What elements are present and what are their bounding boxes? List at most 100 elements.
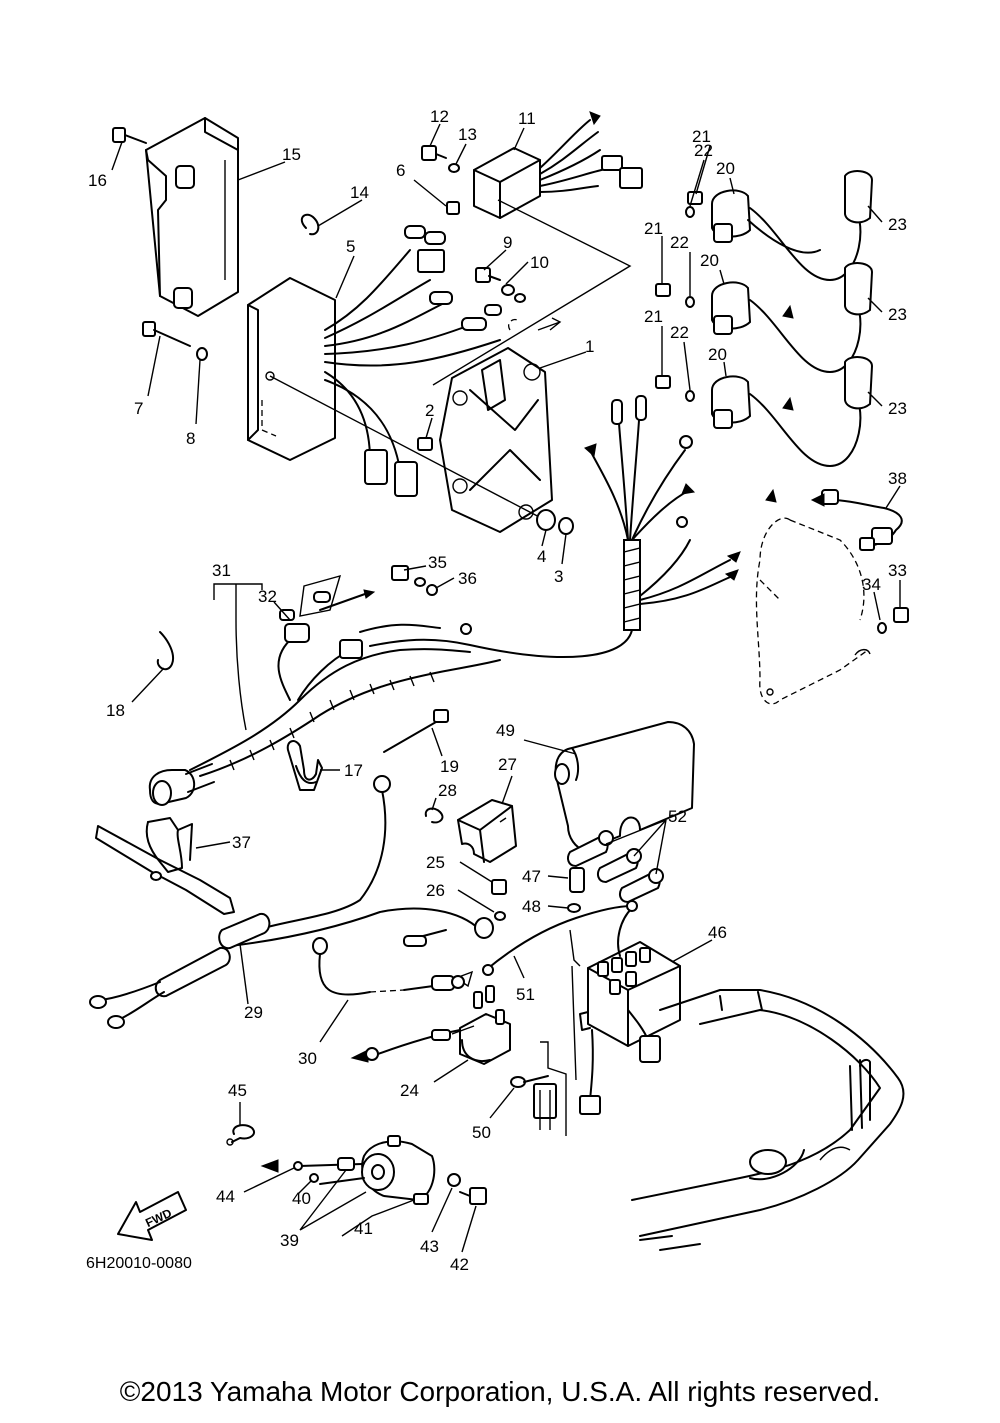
cover-part-15 bbox=[145, 117, 239, 317]
callout-42: 42 bbox=[450, 1255, 469, 1274]
fwd-arrow-icon: FWD bbox=[117, 1191, 187, 1241]
bolt-part-12 bbox=[421, 145, 447, 161]
callout-47: 47 bbox=[522, 867, 541, 886]
ignition-coil-3 bbox=[711, 356, 874, 503]
callout-50: 50 bbox=[472, 1123, 491, 1142]
washer-part-22-a bbox=[685, 206, 695, 218]
callout-12: 12 bbox=[430, 107, 449, 126]
callout-43: 43 bbox=[420, 1237, 439, 1256]
callout-52: 52 bbox=[668, 807, 687, 826]
callout-25: 25 bbox=[426, 853, 445, 872]
cover-part-49 bbox=[554, 721, 695, 851]
bottom-cowling bbox=[631, 989, 905, 1251]
callout-3: 3 bbox=[554, 567, 563, 586]
callout-21-b: 21 bbox=[644, 219, 663, 238]
clip-part-28 bbox=[424, 807, 444, 824]
cable-tie-part-19 bbox=[383, 709, 449, 753]
bolt-part-21-c bbox=[655, 375, 671, 389]
callout-11: 11 bbox=[518, 109, 536, 128]
callout-51: 51 bbox=[516, 985, 535, 1004]
bolt-part-42 bbox=[459, 1187, 487, 1205]
bolt-part-25 bbox=[491, 879, 507, 895]
callout-39: 39 bbox=[280, 1231, 299, 1250]
bolt-part-21-b bbox=[655, 283, 671, 297]
cable-part-29 bbox=[89, 775, 494, 1029]
callout-38: 38 bbox=[888, 469, 907, 488]
callout-34: 34 bbox=[862, 575, 881, 594]
clip-part-45 bbox=[226, 1124, 256, 1146]
bolt-part-16 bbox=[112, 127, 147, 144]
leader-lines bbox=[111, 123, 901, 1253]
callout-44: 44 bbox=[216, 1187, 235, 1206]
collar-part-3 bbox=[558, 517, 574, 535]
callout-20-b: 20 bbox=[700, 251, 719, 270]
callout-28: 28 bbox=[438, 781, 457, 800]
callout-30: 30 bbox=[298, 1049, 317, 1068]
callout-20-a: 20 bbox=[716, 159, 735, 178]
washer-part-13 bbox=[448, 163, 460, 173]
callout-9: 9 bbox=[503, 233, 512, 252]
callout-17: 17 bbox=[344, 761, 363, 780]
fuse-block-part-46 bbox=[579, 907, 681, 1115]
lead-part-51 bbox=[482, 900, 638, 976]
wire-harness bbox=[369, 395, 741, 658]
ignition-coil-2 bbox=[711, 262, 874, 411]
callout-14: 14 bbox=[350, 183, 369, 202]
callout-15: 15 bbox=[282, 145, 301, 164]
boot-part-52 bbox=[567, 830, 664, 904]
callout-33: 33 bbox=[888, 561, 907, 580]
washer-part-34 bbox=[877, 622, 887, 634]
callout-20-c: 20 bbox=[708, 345, 727, 364]
callout-23-b: 23 bbox=[888, 305, 907, 324]
callout-29: 29 bbox=[244, 1003, 263, 1022]
rectifier-part-11 bbox=[473, 111, 643, 219]
bolt-part-2 bbox=[417, 437, 433, 451]
callout-21-a: 21 bbox=[692, 127, 711, 146]
callout-7: 7 bbox=[134, 399, 143, 418]
bolt-part-21-a bbox=[687, 191, 703, 205]
callout-27: 27 bbox=[498, 755, 517, 774]
callout-22-a: 22 bbox=[694, 141, 713, 160]
washer-part-48 bbox=[567, 903, 581, 913]
washer-part-8 bbox=[196, 347, 208, 361]
callout-46: 46 bbox=[708, 923, 727, 942]
callout-45: 45 bbox=[228, 1081, 247, 1100]
callout-31: 31 bbox=[212, 561, 231, 580]
callout-35: 35 bbox=[428, 553, 447, 572]
clip-part-18 bbox=[156, 631, 174, 671]
callout-22-b: 22 bbox=[670, 233, 689, 252]
starter-relay-part-24 bbox=[350, 970, 511, 1065]
callout-22-c: 22 bbox=[670, 323, 689, 342]
callout-41: 41 bbox=[354, 1219, 373, 1238]
callout-26: 26 bbox=[426, 881, 445, 900]
washer-part-43 bbox=[447, 1173, 461, 1187]
callout-24: 24 bbox=[400, 1081, 419, 1100]
fwd-label: FWD bbox=[143, 1206, 174, 1230]
bracket-part-1 bbox=[269, 317, 562, 533]
callout-48: 48 bbox=[522, 897, 541, 916]
relay-cover-part-27 bbox=[457, 799, 517, 863]
callout-6: 6 bbox=[396, 161, 405, 180]
callout-40: 40 bbox=[292, 1189, 311, 1208]
cdi-unit-part-5 bbox=[247, 225, 502, 497]
bolt-part-47 bbox=[569, 867, 585, 893]
ignition-coil-1 bbox=[711, 170, 874, 319]
cable-part-30 bbox=[312, 937, 465, 996]
bolt-part-33 bbox=[893, 607, 909, 623]
callout-1: 1 bbox=[585, 337, 594, 356]
washer-part-10 bbox=[501, 284, 526, 303]
ignition-coil-group bbox=[655, 170, 874, 503]
callout-2: 2 bbox=[425, 401, 434, 420]
bolt-part-9 bbox=[475, 267, 501, 283]
callout-13: 13 bbox=[458, 125, 477, 144]
callout-8: 8 bbox=[186, 429, 195, 448]
washer-part-22-c bbox=[685, 390, 695, 402]
callout-23-c: 23 bbox=[888, 399, 907, 418]
engine-outline bbox=[755, 517, 871, 705]
callout-37: 37 bbox=[232, 833, 251, 852]
clamp-part-37 bbox=[95, 817, 235, 915]
grommet-part-4 bbox=[536, 509, 556, 531]
callout-21-c: 21 bbox=[644, 307, 663, 326]
callout-labels: 1 2 3 4 5 6 7 8 9 10 11 12 13 14 15 16 1… bbox=[86, 107, 907, 1274]
